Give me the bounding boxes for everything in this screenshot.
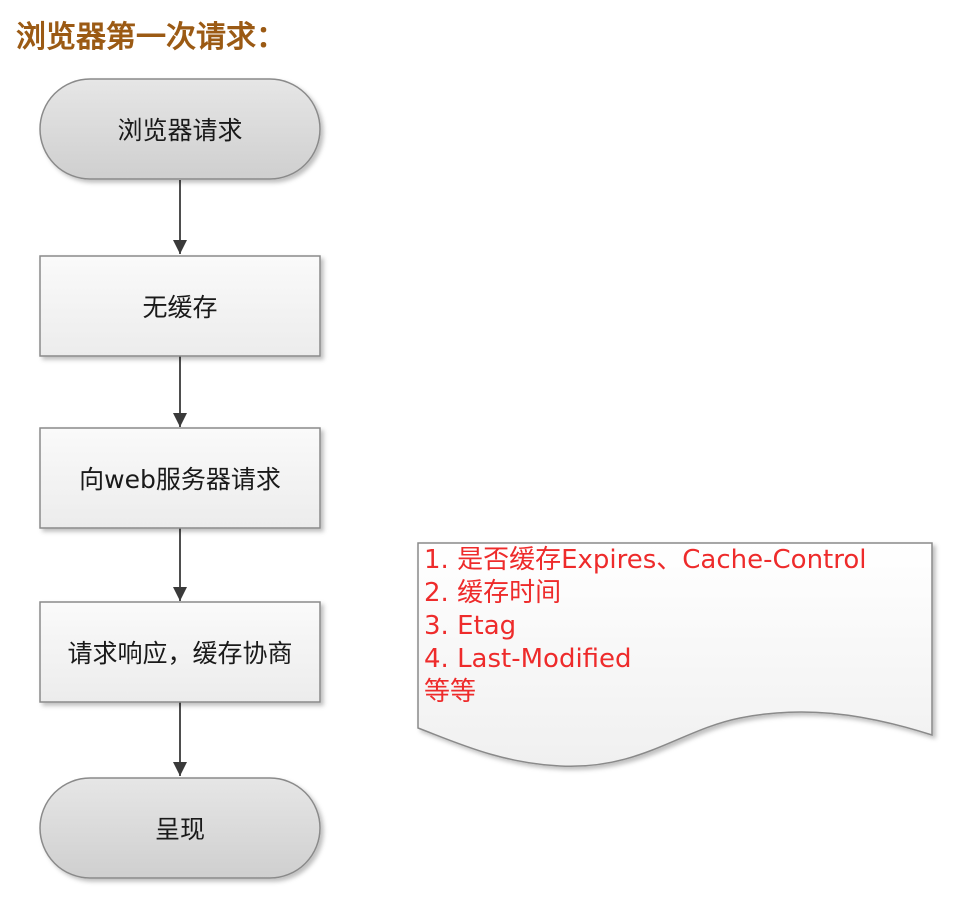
node-render-shape xyxy=(39,777,321,879)
arrowhead-response-to-render xyxy=(173,762,187,776)
node-no-cache-shape xyxy=(39,255,321,357)
note-line: 3. Etag xyxy=(424,611,517,641)
note-line: 1. 是否缓存Expires、Cache-Control xyxy=(424,545,867,575)
arrowhead-no-cache-to-request-server xyxy=(173,413,187,427)
note-line: 4. Last-Modified xyxy=(424,644,632,674)
note-line: 等等 xyxy=(424,677,477,707)
node-response-shape xyxy=(39,601,321,703)
node-render-label: 呈现 xyxy=(154,815,205,844)
note-line: 2. 缓存时间 xyxy=(424,578,562,608)
diagram-title: 浏览器第一次请求： xyxy=(16,20,286,55)
node-start-shape xyxy=(39,78,321,180)
node-request-server-label: 向web服务器请求 xyxy=(79,465,281,494)
arrowhead-start-to-no-cache xyxy=(173,240,187,254)
arrowhead-request-server-to-response xyxy=(173,587,187,601)
node-no-cache-label: 无缓存 xyxy=(142,293,218,322)
node-request-server-shape xyxy=(39,427,321,529)
node-response-label: 请求响应，缓存协商 xyxy=(67,639,293,668)
note-document-shape xyxy=(417,542,933,767)
note-text-block: 1. 是否缓存Expires、Cache-Control 2. 缓存时间 3. … xyxy=(424,544,929,709)
node-start-label: 浏览器请求 xyxy=(117,116,243,145)
